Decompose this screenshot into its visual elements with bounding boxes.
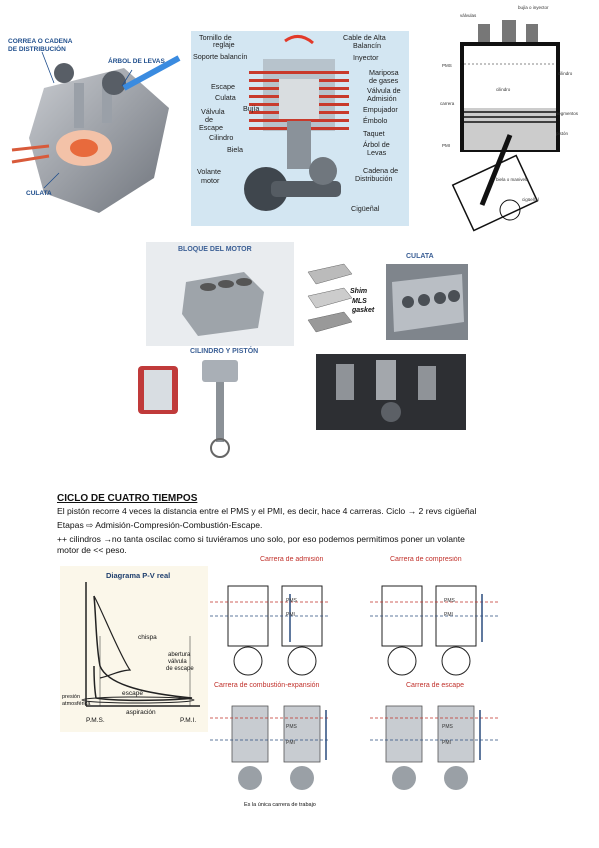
label-cilindro-r: cilindro bbox=[558, 71, 573, 76]
bloque-motor-drawing bbox=[146, 242, 294, 346]
engine-photo-figure bbox=[316, 354, 466, 430]
stroke-escape: Carrera de escape bbox=[406, 682, 464, 689]
pv-pmi: P.M.I. bbox=[180, 717, 197, 724]
label-correa: CORREA O CADENA bbox=[8, 38, 73, 45]
label-tornillo: Tornillo de bbox=[199, 33, 232, 42]
label-culata2: Culata bbox=[215, 93, 236, 102]
label-ciguenal-r: cigüeñal bbox=[522, 197, 539, 202]
label-distribucion: DE DISTRIBUCIÓN bbox=[8, 46, 66, 53]
pv-pms: P.M.S. bbox=[86, 717, 105, 724]
section-line4: motor de << peso. bbox=[57, 545, 127, 555]
section-line1: El pistón recorre 4 veces la distancia e… bbox=[57, 506, 477, 516]
label-valvulas: válvulas bbox=[460, 13, 477, 18]
engine-photo-drawing bbox=[316, 354, 466, 430]
piston-sketch-drawing bbox=[440, 0, 580, 236]
pv-diagram-drawing bbox=[60, 566, 208, 732]
pv-title: Diagrama P-V real bbox=[106, 571, 171, 580]
engine-cutaway-drawing bbox=[4, 28, 182, 220]
gasket-label: gasket bbox=[352, 307, 375, 314]
label-valvula-de: Válvula de bbox=[367, 86, 401, 95]
section-line2: Etapas ⇨ Admisión-Compresión-Combustión-… bbox=[57, 520, 263, 530]
label-de: de bbox=[205, 115, 213, 124]
label-volante: Volante bbox=[197, 167, 221, 176]
label-cilindro: Cilindro bbox=[209, 133, 234, 142]
label-pmi-top: PMI bbox=[442, 143, 451, 148]
mls-label: MLS bbox=[352, 298, 367, 305]
label-pmi-3: PMI bbox=[286, 740, 295, 746]
label-motor: motor bbox=[201, 176, 220, 185]
label-reglaje: reglaje bbox=[213, 40, 235, 49]
culata-shim-drawing bbox=[302, 252, 384, 348]
label-culata: CULATA bbox=[26, 190, 52, 197]
engine-labeled-figure: Tornillo de reglaje Soporte balancín Esc… bbox=[191, 31, 409, 226]
culata-photo-figure: CULATA bbox=[386, 252, 468, 340]
stroke-admision: Carrera de admisión bbox=[260, 556, 324, 563]
pv-presion1: presión bbox=[62, 694, 81, 700]
pv-aspiracion: aspiración bbox=[126, 709, 156, 716]
label-valvula: Válvula bbox=[201, 107, 225, 116]
piston-sketch-figure: válvulas bujía o inyector PMS cilindro c… bbox=[440, 0, 580, 236]
culata-title: CULATA bbox=[406, 253, 434, 260]
label-pmi-2: PMI bbox=[444, 612, 453, 618]
label-pms-4: PMS bbox=[442, 724, 453, 730]
pv-chispa: chispa bbox=[138, 634, 157, 641]
label-biela-manivela: biela o manivela bbox=[496, 177, 529, 182]
label-pmi-1: PMI bbox=[286, 612, 295, 618]
label-carrera: carrera bbox=[440, 101, 455, 106]
bloque-motor-figure: BLOQUE DEL MOTOR bbox=[146, 242, 294, 346]
label-inyector: Inyector bbox=[353, 53, 379, 62]
label-balancin: Balancín bbox=[353, 41, 381, 50]
section-line3: ++ cilindros →no tanta oscilac como si t… bbox=[57, 534, 465, 544]
cilindro-title: CILINDRO Y PISTÓN bbox=[190, 348, 259, 355]
pv-diagram-figure: Diagrama P-V real chispa abertura válvul… bbox=[60, 566, 208, 732]
pv-presion2: atmosférica bbox=[62, 701, 91, 707]
culata-photo-drawing bbox=[386, 264, 468, 340]
label-escape2: Escape bbox=[199, 123, 223, 132]
label-pmi-4: PMI bbox=[442, 740, 451, 746]
label-embolo: Émbolo bbox=[363, 116, 388, 125]
label-pms-top: PMS bbox=[442, 63, 452, 68]
bloque-title: BLOQUE DEL MOTOR bbox=[178, 246, 252, 253]
label-levas: Levas bbox=[367, 148, 387, 157]
cilindro-piston-figure: CILINDRO Y PISTÓN bbox=[132, 346, 292, 464]
label-segmentos: segmentos bbox=[556, 111, 579, 116]
engine-cutaway-figure: CORREA O CADENA DE DISTRIBUCIÓN ÁRBOL DE… bbox=[4, 28, 182, 220]
pv-abertura1: abertura bbox=[168, 652, 191, 658]
section-title: CICLO DE CUATRO TIEMPOS bbox=[57, 493, 198, 504]
label-arbol-de: Árbol de bbox=[363, 140, 390, 149]
label-pms-2: PMS bbox=[444, 598, 455, 604]
strokes-drawing bbox=[210, 556, 498, 814]
label-biela: Biela bbox=[227, 145, 243, 154]
stroke-compresion: Carrera de compresión bbox=[390, 556, 462, 563]
label-empujador: Empujador bbox=[363, 105, 398, 114]
pv-abertura2: válvula bbox=[168, 659, 187, 665]
engine-labeled-drawing bbox=[191, 31, 409, 226]
stroke-trabajo-note: Es la única carrera de trabajo bbox=[244, 802, 316, 808]
label-escape: Escape bbox=[211, 82, 235, 91]
label-bujia: Bujía bbox=[243, 104, 260, 113]
label-mariposa: Mariposa bbox=[369, 68, 399, 77]
pv-escape: escape bbox=[122, 690, 143, 697]
label-bujia-inyector: bujía o inyector bbox=[518, 5, 549, 10]
strokes-figure: Carrera de admisión Carrera de compresió… bbox=[210, 556, 498, 814]
label-cigueñal: Cigüeñal bbox=[351, 204, 380, 213]
label-gases: de gases bbox=[369, 76, 399, 85]
label-taquet: Taquet bbox=[363, 129, 385, 138]
pv-abertura3: de escape bbox=[166, 666, 194, 672]
stroke-combustion: Carrera de combustión-expansión bbox=[214, 682, 320, 689]
shim-label: Shim bbox=[350, 288, 368, 295]
label-distribucion2: Distribución bbox=[355, 174, 393, 183]
label-admision: Admisión bbox=[367, 94, 397, 103]
cilindro-piston-drawing bbox=[132, 346, 292, 464]
label-soporte-balancin: Soporte balancín bbox=[193, 52, 248, 61]
label-cilindro-c: cilindro bbox=[496, 87, 511, 92]
label-piston: pistón bbox=[556, 131, 569, 136]
label-cadena-de: Cadena de bbox=[363, 166, 399, 175]
label-arbol-levas: ÁRBOL DE LEVAS bbox=[108, 58, 165, 65]
label-cable-alta: Cable de Alta bbox=[343, 33, 386, 42]
label-pms-3: PMS bbox=[286, 724, 297, 730]
label-pms-1: PMS bbox=[286, 598, 297, 604]
culata-shim-figure: Shim MLS gasket bbox=[302, 252, 384, 348]
